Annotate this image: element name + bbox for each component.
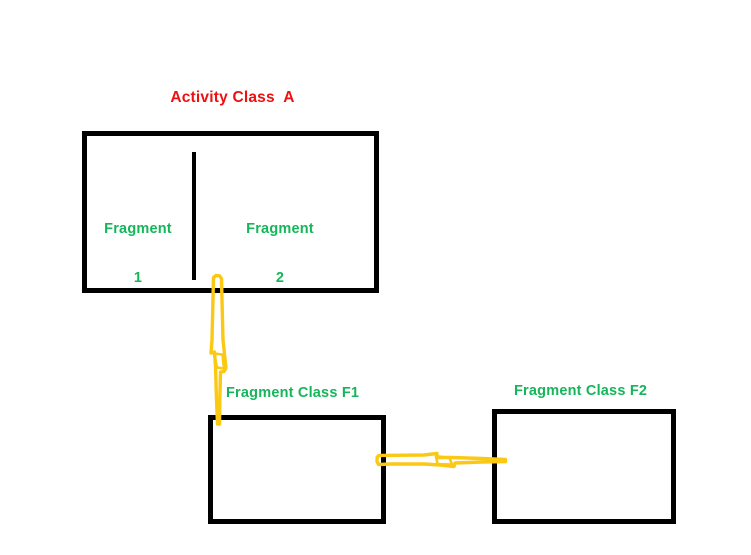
fragment-2-line2: 2 [275,270,285,287]
fragment-1-line2: 1 [133,270,143,287]
f1-to-f2-arrow [375,451,508,469]
fragment-class-f1-box [208,415,386,524]
fragment-class-f2-box [492,409,676,524]
fragment-class-f2-label: Fragment Class F2 [514,383,648,399]
fragment-class-f1-label: Fragment Class F1 [226,385,360,401]
page-title: Activity Class A [170,89,295,106]
fragment-2-line1: Fragment [246,221,314,238]
activity-class-box [82,131,379,293]
fragment-1-label: Fragment 1 [88,189,188,319]
fragment-2-label: Fragment 2 [230,189,330,319]
activity-to-f1-arrow [209,273,228,426]
fragment-1-line1: Fragment [104,221,172,238]
fragment-divider-line [192,152,196,280]
